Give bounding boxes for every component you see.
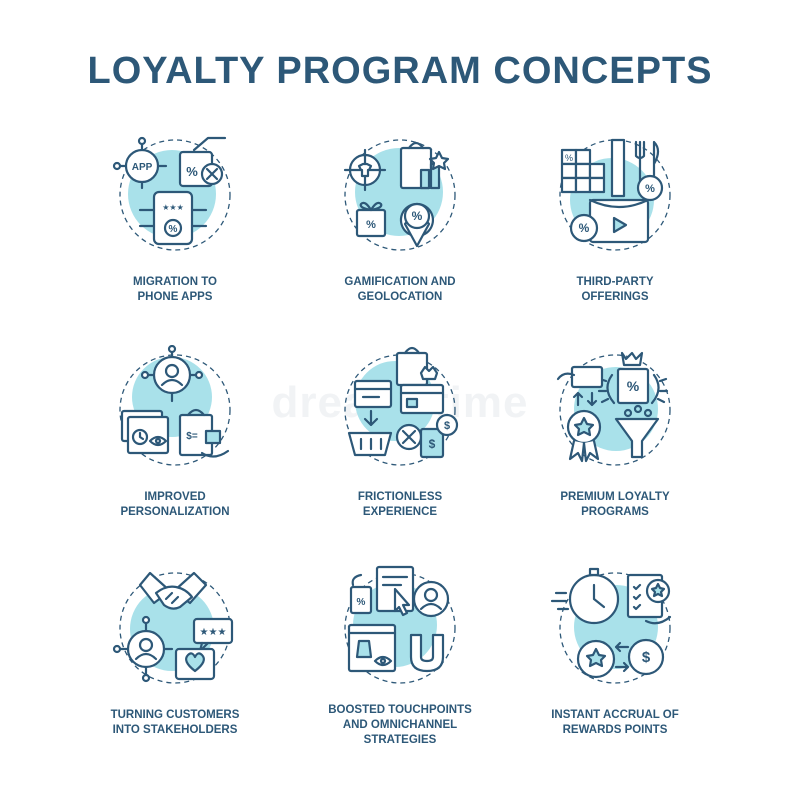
premium-loyalty-icon: % [556,351,671,466]
svg-text:$=: $= [186,431,198,442]
concept-tile-frictionless: $ $ FRICTIONLESS EXPERIENCE [290,345,510,545]
concept-label: GAMIFICATION AND GEOLOCATION [344,276,456,303]
svg-text:$: $ [429,437,436,451]
svg-text:%: % [627,378,640,394]
stakeholders-icon: ★★★ [112,571,234,684]
svg-text:%: % [412,209,423,223]
svg-text:%: % [565,153,573,163]
svg-text:$: $ [642,649,651,666]
svg-text:★★★: ★★★ [162,203,184,212]
concept-tile-gamification: % % GAMIFICATION AND GEOLOCATION [290,130,510,330]
svg-text:%: % [366,219,376,231]
concept-tile-premium: % PREMIUM LOYALTY PROGRAMS [505,345,725,545]
svg-text:$: $ [444,420,450,432]
frictionless-experience-icon: $ $ [344,346,459,466]
concept-label: PREMIUM LOYALTY PROGRAMS [560,491,670,518]
third-party-offerings-icon: % % % [559,138,671,251]
concept-tile-rewards: $ INSTANT ACCRUAL OF REWARDS POINTS [505,563,725,763]
personalization-icon: $= [119,345,231,466]
concept-label: THIRD-PARTY OFFERINGS [576,276,654,303]
concept-label: TURNING CUSTOMERS INTO STAKEHOLDERS [110,709,240,736]
page-title: LOYALTY PROGRAM CONCEPTS [87,50,713,92]
svg-text:%: % [169,224,178,235]
svg-text:%: % [645,183,655,195]
concept-label: BOOSTED TOUCHPOINTS AND OMNICHANNEL STRA… [328,704,472,746]
svg-text:★★★: ★★★ [200,627,227,638]
concept-tile-personalization: $= IMPROVED PERSONALIZATION [65,345,285,545]
concept-tile-third-party: % % % THIRD-PARTY OFFERINGS [505,130,725,330]
omnichannel-icon: % [344,565,456,684]
concept-label: IMPROVED PERSONALIZATION [120,491,230,518]
svg-text:%: % [357,597,366,608]
concept-tile-stakeholders: ★★★ TURNING CUSTOMERS INTO STAKEHOLDERS [65,563,285,763]
svg-text:%: % [579,221,590,235]
concept-label: INSTANT ACCRUAL OF REWARDS POINTS [551,709,679,736]
svg-text:%: % [186,164,198,179]
rewards-points-icon: $ [550,567,672,684]
concept-label: MIGRATION TO PHONE APPS [133,276,217,303]
concept-tile-phone-apps: APP % ★★★ % MIGRATION TO PHONE APPS [65,130,285,330]
phone-apps-icon: APP % ★★★ % [112,136,231,251]
concept-label: FRICTIONLESS EXPERIENCE [357,491,443,518]
gamification-geolocation-icon: % % [343,139,456,251]
app-label: APP [132,162,153,173]
concept-tile-omnichannel: % BOOSTED TOUCHPOINTS AND OMNICHANNEL ST… [290,563,510,763]
